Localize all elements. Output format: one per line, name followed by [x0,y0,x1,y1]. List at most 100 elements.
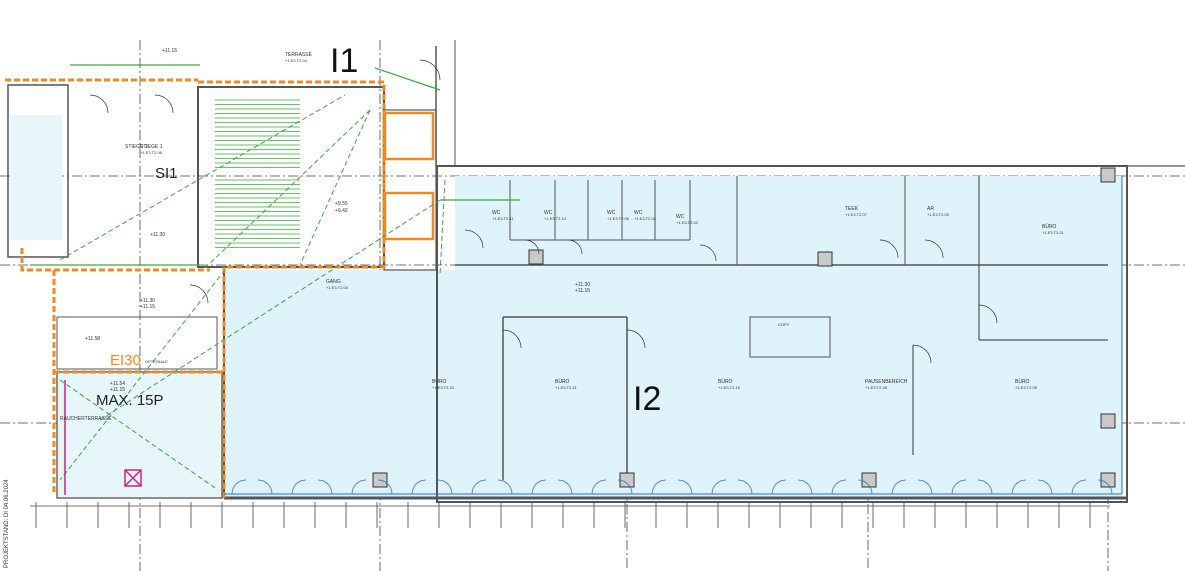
window-swing [591,479,607,495]
room-label: STIEGE 1+1.E3.T2.06 [140,144,163,155]
window-swing [1011,479,1027,495]
doors [89,59,998,364]
green-leaders [30,64,520,266]
terrace-room [56,316,218,370]
zone-label-i1: I1 [330,42,358,80]
fire-doors [383,111,435,241]
shaft-block [383,109,437,271]
green-diagonal-2 [299,109,371,266]
column-4 [1100,472,1116,488]
window-swing [317,479,333,495]
door-swing-9 [626,329,646,349]
green-diagonal-3 [59,94,346,261]
door-swing-10 [419,59,441,81]
window-swing [771,479,787,495]
label-optionale: OPTIONALE [145,359,168,364]
door-swing-13 [189,284,209,304]
door-swing-4 [879,239,899,259]
window-swing [737,479,753,495]
green-leader-2 [374,67,441,91]
label-max15p: MAX. 15P [96,392,164,409]
stair-core [197,86,385,268]
window-swing [917,479,933,495]
window-swing [377,479,393,495]
window-swing [951,479,967,495]
window-swing [497,479,513,495]
room-label: AR+1.E3.T2.03 [927,206,950,217]
room-name: WC [607,210,616,216]
pink-markers [64,380,142,495]
level-mark-11-15-c: +11.15 [110,387,125,393]
room-name: WC [634,210,643,216]
room-id: +1.E3.T2.04 [326,285,349,290]
window-swing [531,479,547,495]
columns [372,167,1116,488]
level-mark-11-58: +11.58 [85,336,100,342]
level-mark-9-55: +9.55 [335,201,348,207]
level-mark-11-30-c: +11.30 [575,282,590,288]
window-swing [831,479,847,495]
level-mark-11-54: +11.54 [110,381,125,387]
column-6 [1100,167,1116,183]
shaft-fill [10,115,62,240]
room-fills [10,115,1122,498]
level-mark-9-42: +9.42 [335,208,348,214]
room-id: +1.E3.T2.04 [634,216,657,221]
fire-door-box-2 [383,191,435,241]
stair-flight-upper [215,99,300,168]
room-label: BÜRO+1.E3.T2.24 [432,378,455,390]
green-diagonal-1 [204,109,371,269]
level-mark-11-30-b: +11.30 [140,298,155,304]
pink-cross-2 [124,469,142,487]
label-copy: COPY [778,322,790,327]
level-mark-11-30-a: +11.30 [150,232,165,238]
door-swing-8 [502,329,522,349]
room-name: PAUSENBEREICH [865,379,908,385]
door-swing-2 [567,239,583,255]
window-swing [891,479,907,495]
door-swing-6 [978,304,998,324]
room-id: +1.E3.T2.01 [1042,230,1065,235]
room-name: STIEGE 1 [140,144,163,150]
window-swing [437,479,453,495]
level-mark-top: +11.15 [162,48,177,54]
room-name: GANG [326,279,341,285]
room-label: TERRASSE+1.E3.T2.04 [285,52,313,63]
west-core [7,84,69,258]
room-id: +1.E3.T2.03 [927,212,950,217]
column-8 [528,249,544,265]
room-name: TEEK [845,206,859,212]
column-3 [861,472,877,488]
room-labels: GANG+1.E3.T2.04BÜRO+1.E3.T2.24BÜRO+1.E3.… [140,52,1065,390]
room-label: WC+1.E3.T2.04 [634,210,657,221]
window-swing [351,479,367,495]
window-swing [1071,479,1087,495]
room-label: BÜRO+1.E3.T2.21 [555,378,578,390]
level-marks: +11.15 +9.55 +9.42 +11.30 +11.30 +11.15 … [85,48,590,393]
window-swing [411,479,427,495]
room-id: +1.E3.T2.07 [845,212,868,217]
room-id: +1.E3.T2.11 [492,216,514,221]
window-swing [257,479,273,495]
office-fill-north [455,176,1122,272]
window-swing [1037,479,1053,495]
green-annotations [59,94,446,491]
window-swing [857,479,873,495]
window-swing [1097,479,1113,495]
room-id: +1.E3.T2.06 [607,216,630,221]
window-swing [711,479,727,495]
room-id: +1.E3.T2.02 [676,220,699,225]
label-smoke-terrace: RAUCHERTERRASSE [60,416,112,422]
copy-counter [749,316,831,358]
room-id: +1.E3.T2.21 [555,385,578,390]
stair-flight-lower [215,179,300,248]
door-swing-3 [699,244,717,262]
facade-lines [224,176,1123,495]
room-label: PAUSENBEREICH+1.E3.T2.08 [865,379,908,390]
room-name: WC [492,210,501,216]
fire-line-core [198,80,386,500]
fire-line-stair [20,248,210,272]
window-swing [557,479,573,495]
green-diagonal-4 [99,199,441,421]
